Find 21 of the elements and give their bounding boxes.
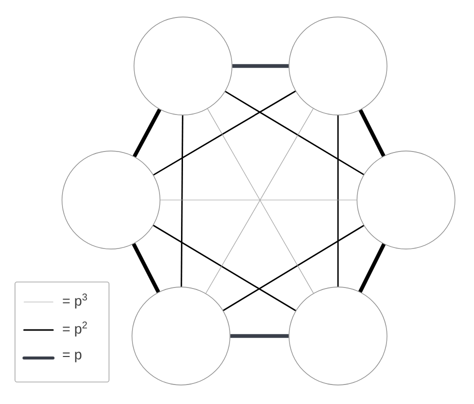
- circle-node: [288, 286, 388, 386]
- connector-line: [222, 224, 364, 312]
- connector-line: [358, 109, 386, 157]
- circle-node: [132, 286, 230, 386]
- connector-line: [152, 224, 296, 312]
- connector-line: [230, 334, 289, 338]
- circle-node: [356, 150, 456, 250]
- connector-line: [153, 90, 296, 176]
- legend-label: = p$^{2}$: [62, 322, 87, 336]
- connector-line: [180, 115, 184, 287]
- connector-line: [358, 243, 386, 293]
- circle-node: [134, 16, 232, 116]
- circle-node: [62, 150, 160, 250]
- connector-line: [132, 243, 160, 293]
- connector-line: [337, 115, 339, 287]
- connector-line: [232, 64, 289, 68]
- circle-node: [288, 16, 388, 116]
- connector-line: [132, 108, 162, 158]
- legend-label: = p: [62, 352, 82, 362]
- connector-line: [224, 90, 364, 176]
- legend-label: = p$^{3}$: [62, 294, 87, 308]
